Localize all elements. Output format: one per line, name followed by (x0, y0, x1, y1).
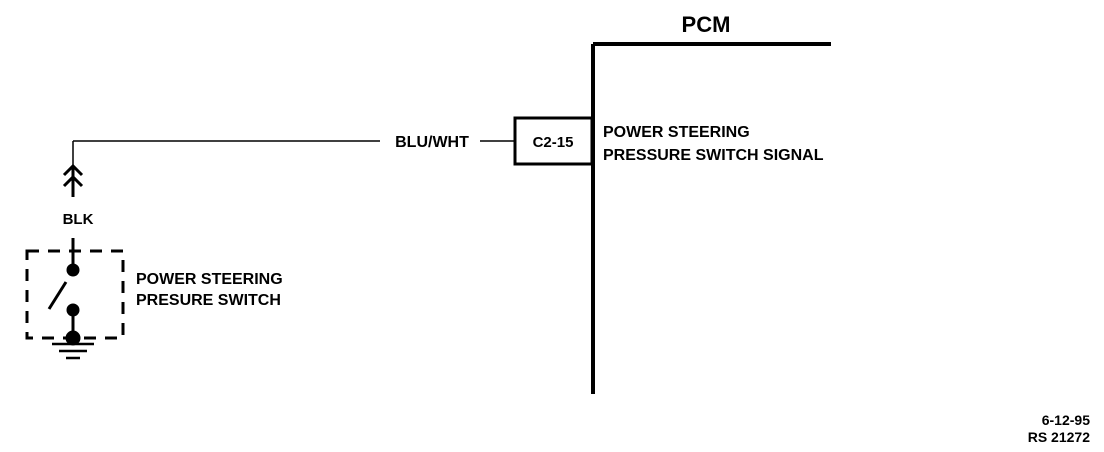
footer-ref: RS 21272 (1028, 429, 1090, 445)
pcm-module (591, 42, 831, 394)
connector-pin-label: C2-15 (533, 134, 574, 151)
pressure-switch-icon (47, 238, 81, 346)
ground-icon (52, 342, 94, 360)
signal-label-line2: PRESSURE SWITCH SIGNAL (603, 147, 824, 164)
pcm-title: PCM (682, 12, 731, 37)
signal-wire (72, 140, 515, 165)
wire-color-label: BLU/WHT (395, 134, 469, 151)
ground-wire-label: BLK (63, 211, 94, 228)
inline-connector-icon (62, 163, 84, 197)
signal-label-line1: POWER STEERING (603, 124, 750, 141)
footer-date: 6-12-95 (1042, 412, 1090, 428)
switch-label-line2: PRESURE SWITCH (136, 292, 281, 309)
switch-label-line1: POWER STEERING (136, 271, 283, 288)
